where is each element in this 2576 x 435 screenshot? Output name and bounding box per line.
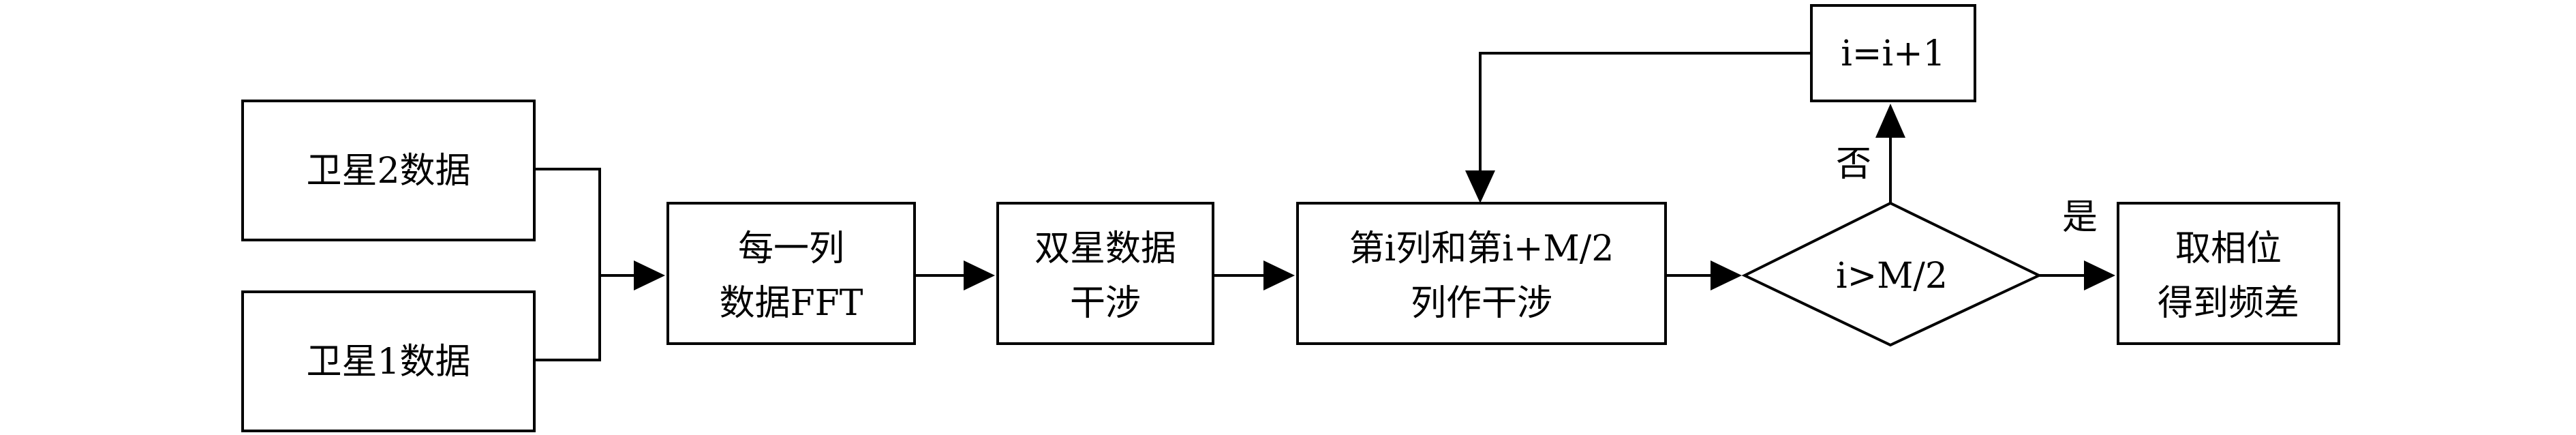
node-result-label-line1: 取相位 bbox=[2175, 228, 2282, 269]
node-increment: i=i+1 bbox=[1810, 4, 1976, 102]
node-interfere-label-line1: 双星数据 bbox=[1034, 228, 1176, 269]
arrowhead-to-result bbox=[2084, 260, 2115, 290]
node-fft: 每一列 数据FFT bbox=[666, 202, 916, 345]
node-result-box bbox=[2117, 202, 2340, 345]
node-fft-label-line1: 每一列 bbox=[738, 228, 844, 269]
node-column-label-line2: 列作干涉 bbox=[1411, 283, 1552, 324]
node-increment-label: i=i+1 bbox=[1841, 33, 1946, 74]
connector-sat2-merge bbox=[534, 168, 601, 275]
edge-label-no: 否 bbox=[1836, 144, 1871, 185]
arrowhead-to-decision bbox=[1711, 260, 1742, 290]
node-interfere-box bbox=[996, 202, 1214, 345]
node-column-box bbox=[1296, 202, 1667, 345]
node-increment-box bbox=[1810, 4, 1976, 102]
connectors bbox=[534, 52, 2115, 361]
node-decision-label: i>M/2 bbox=[1836, 256, 1948, 297]
node-sat2-label: 卫星2数据 bbox=[306, 151, 470, 192]
connector-loop-back bbox=[1479, 52, 1811, 170]
arrowhead-to-fft bbox=[634, 260, 665, 290]
arrowhead-to-increment bbox=[1875, 104, 1905, 138]
node-column-label-line1: 第i列和第i+M/2 bbox=[1349, 228, 1614, 269]
node-interfere-label-line2: 干涉 bbox=[1070, 283, 1141, 324]
node-fft-box bbox=[666, 202, 916, 345]
connector-sat1-merge bbox=[534, 275, 601, 361]
node-column-interfere: 第i列和第i+M/2 列作干涉 bbox=[1296, 202, 1667, 345]
arrowhead-loop-back bbox=[1465, 170, 1495, 203]
node-sat1-label: 卫星1数据 bbox=[306, 342, 470, 382]
node-sat2-data: 卫星2数据 bbox=[241, 100, 536, 241]
node-fft-label-line2: 数据FFT bbox=[720, 283, 863, 324]
edge-label-yes: 是 bbox=[2062, 197, 2098, 238]
node-sat1-box bbox=[241, 290, 536, 432]
arrowhead-to-interfere bbox=[964, 260, 995, 290]
node-sat2-box bbox=[241, 100, 536, 241]
node-decision: i>M/2 bbox=[1741, 201, 2042, 347]
node-result-label-line2: 得到频差 bbox=[2158, 283, 2299, 324]
arrowhead-to-column bbox=[1263, 260, 1295, 290]
node-interfere: 双星数据 干涉 bbox=[996, 202, 1214, 345]
node-sat1-data: 卫星1数据 bbox=[241, 290, 536, 432]
node-decision-diamond bbox=[1741, 201, 2042, 347]
node-result: 取相位 得到频差 bbox=[2117, 202, 2340, 345]
